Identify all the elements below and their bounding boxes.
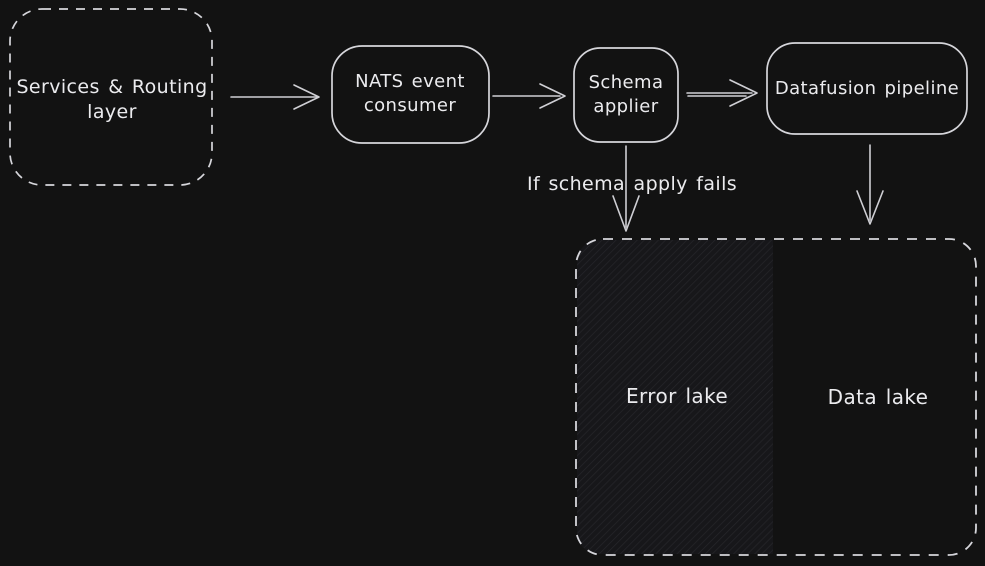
- schema-applier-label: Schema applier: [589, 71, 664, 119]
- services-routing-label-line2: layer: [87, 101, 137, 123]
- arrow-datafusion-to-data-lake: [856, 144, 884, 225]
- nats-consumer-label-line1: NATS event: [355, 71, 465, 92]
- datafusion-pipeline-box: [766, 42, 968, 135]
- nats-consumer-box: [331, 45, 490, 144]
- error-lake-hatch-fill: [577, 240, 773, 554]
- schema-fail-edge-label: If schema apply fails: [526, 173, 738, 195]
- schema-applier-label-line2: applier: [593, 96, 659, 117]
- datafusion-pipeline-label-line1: Datafusion pipeline: [774, 78, 960, 99]
- nats-consumer-label-line2: consumer: [363, 95, 457, 116]
- arrow-services-to-nats: [230, 84, 320, 110]
- services-routing-label: Services & Routing layer: [16, 75, 207, 125]
- arrow-schema-to-datafusion: [686, 79, 758, 107]
- arrow-schema-to-error-lake: [612, 145, 640, 232]
- schema-applier-box: [573, 47, 679, 143]
- error-lake-label: Error lake: [625, 384, 729, 408]
- schema-applier-label-line1: Schema: [588, 72, 664, 93]
- nats-consumer-label: NATS event consumer: [355, 70, 465, 118]
- data-lake-label: Data lake: [827, 385, 929, 409]
- lakes-container-box: [575, 238, 977, 556]
- arrow-nats-to-schema: [492, 83, 566, 109]
- datafusion-pipeline-label: Datafusion pipeline: [775, 77, 959, 101]
- services-routing-box: [9, 8, 213, 186]
- services-routing-label-line1: Services & Routing: [16, 76, 208, 98]
